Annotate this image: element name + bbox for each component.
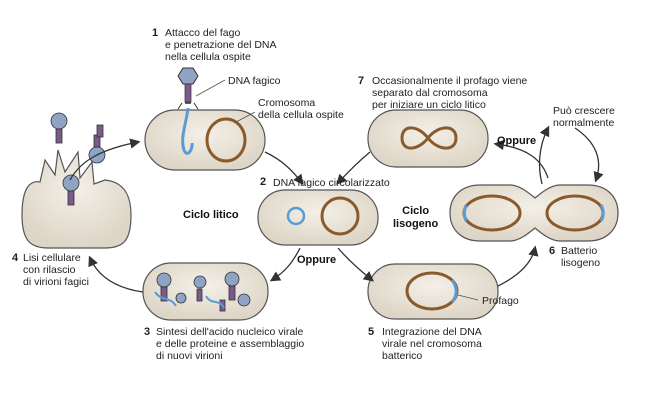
step-4-line: con rilascio	[23, 264, 76, 276]
step-1-line: Attacco del fago	[165, 27, 241, 39]
step-3-number: 3	[144, 326, 151, 338]
cromosoma-line: Cromosoma	[258, 97, 316, 109]
cell-lysis	[21, 112, 132, 249]
step-1-line: nella cellula ospite	[165, 51, 251, 63]
cell-integration	[367, 263, 499, 320]
step-6-number: 6	[549, 245, 556, 257]
cycle-arrows	[69, 125, 604, 293]
step-3-label: Sintesi dell'acido nucleico virale e del…	[156, 326, 304, 362]
step-4-line: di virioni fagici	[23, 276, 89, 288]
step-7-number: 7	[358, 75, 365, 87]
step-5-line: Integrazione del DNA	[382, 326, 482, 338]
cromosoma-line: della cellula ospite	[258, 109, 344, 121]
step-3-line: e delle proteine e assemblaggio	[156, 338, 305, 350]
step-7-line: Occasionalmente il profago viene	[372, 75, 528, 87]
label-oppure-branch: Oppure	[297, 254, 337, 266]
label-puo-crescere: Può crescere normalmente	[553, 105, 615, 129]
puo-crescere-line: normalmente	[553, 117, 615, 129]
step-7-line: per iniziare un ciclo litico	[372, 99, 486, 111]
label-profago: Profago	[482, 295, 519, 307]
label-ciclo-lisogeno: Ciclo lisogeno	[393, 205, 438, 231]
step-7-line: separato dal cromosoma	[372, 87, 488, 99]
step-1-label: Attacco del fago e penetrazione del DNA …	[165, 27, 277, 63]
phage-attached-icon	[177, 67, 199, 110]
step-4-label: Lisi cellulare con rilascio di virioni f…	[23, 252, 89, 288]
step-5-number: 5	[368, 326, 375, 338]
step-2-label: DNA fagico circolarizzato	[273, 177, 390, 189]
step-6-line: Batterio	[561, 245, 598, 257]
ciclo-lisogeno-line: lisogeno	[393, 218, 439, 230]
label-dna-fagico: DNA fagico	[228, 75, 281, 87]
step-5-line: virale nel cromosoma	[382, 338, 482, 350]
label-ciclo-litico: Ciclo litico	[183, 209, 239, 221]
step-1-line: e penetrazione del DNA	[165, 39, 277, 51]
cell-lysogen	[449, 184, 619, 242]
label-cromosoma: Cromosoma della cellula ospite	[258, 97, 344, 121]
step-5-line: batterico	[382, 350, 423, 362]
step-4-number: 4	[12, 252, 19, 264]
cell-circularized	[257, 189, 379, 246]
step-6-label: Batterio lisogeno	[561, 245, 600, 269]
step-3-line: Sintesi dell'acido nucleico virale	[156, 326, 304, 338]
step-5-label: Integrazione del DNA virale nel cromosom…	[382, 326, 482, 362]
ciclo-lisogeno-line: Ciclo	[402, 205, 430, 217]
cell-attachment	[144, 67, 266, 171]
step-1-number: 1	[152, 27, 159, 39]
puo-crescere-line: Può crescere	[553, 105, 615, 117]
step-3-line: di nuovi virioni	[156, 350, 223, 362]
cell-excision	[367, 109, 489, 168]
label-oppure-lysogenic: Oppure	[497, 135, 537, 147]
step-4-line: Lisi cellulare	[23, 252, 81, 264]
released-phages-icon	[50, 112, 106, 206]
step-7-label: Occasionalmente il profago viene separat…	[372, 75, 527, 111]
step-2-number: 2	[260, 176, 267, 188]
cell-synthesis	[142, 262, 269, 321]
step-6-line: lisogeno	[561, 257, 601, 269]
